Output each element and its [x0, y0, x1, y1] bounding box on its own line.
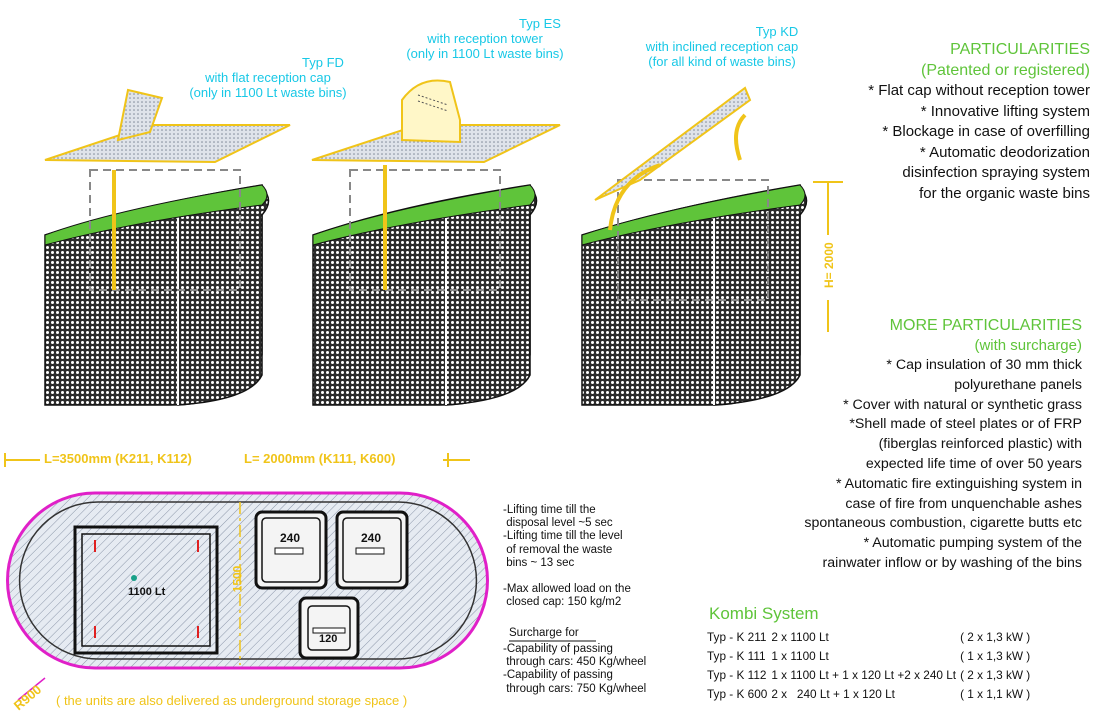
plan-view	[4, 453, 489, 701]
more-item: *Shell made of steel plates or of FRP	[849, 416, 1082, 433]
more-item: case of fire from unquenchable ashes	[845, 495, 1082, 512]
more-item: rainwater inflow or by washing of the bi…	[822, 554, 1082, 571]
plan-bin-1100-label: 1100 Lt	[128, 586, 166, 598]
unit-es-bin-outline	[349, 169, 501, 291]
kombi-power: ( 1 x 1,1 kW )	[960, 686, 1031, 701]
surcharge-line: through cars: 450 Kg/wheel	[503, 656, 647, 669]
unit-typ-fd	[44, 88, 291, 406]
note-line	[503, 570, 703, 583]
particularity-item: for the organic waste bins	[919, 184, 1090, 202]
more-item: (fiberglas reinforced plastic) with	[878, 436, 1082, 453]
surcharge-line: -Capability of passing	[503, 643, 613, 655]
particularities-subtitle: (Patented or registered)	[921, 61, 1090, 79]
plan-inner-shell	[18, 501, 478, 660]
note-line: closed cap: 150 kg/m2	[503, 596, 622, 609]
notes-block: -Lifting time till the disposal level ~5…	[503, 504, 703, 609]
plan-length-left: L=3500mm (K211, K112)	[44, 451, 192, 466]
height-dimension	[813, 181, 843, 332]
unit-es-green-rim	[312, 184, 536, 246]
typ-fd-line2: (only in 1100 Lt waste bins)	[189, 85, 347, 100]
more-item: * Cap insulation of 30 mm thick	[886, 357, 1082, 373]
height-label: H= 2000	[822, 242, 836, 288]
kombi-power: ( 2 x 1,3 kW )	[960, 667, 1031, 682]
note-line: -Lifting time till the level	[503, 530, 623, 543]
kombi-table: Typ - K 211 2 x 1100 Lt ( 2 x 1,3 kW ) T…	[707, 627, 1034, 703]
plan-bin-120-label: 120	[319, 633, 338, 645]
unit-fd-bin-outline	[89, 169, 241, 291]
more-particularities-title: MORE PARTICULARITIES	[889, 317, 1082, 334]
surcharge-block: -Capability of passing through cars: 450…	[503, 643, 703, 696]
unit-fd-flap	[116, 88, 164, 142]
typ-es-line2: (only in 1100 Lt waste bins)	[406, 46, 564, 61]
typ-kd-name: Typ KD	[755, 24, 799, 39]
more-item: * Automatic pumping system of the	[863, 535, 1082, 552]
surcharge-line: through cars: 750 Kg/wheel	[503, 682, 647, 695]
typ-kd-line1: with inclined reception cap	[645, 39, 799, 54]
unit-fd-shell-side	[177, 187, 270, 406]
plan-length-right: L= 2000mm (K111, K600)	[244, 451, 396, 466]
typ-es-name: Typ ES	[519, 16, 561, 31]
kombi-type: Typ - K 600	[707, 686, 768, 701]
surcharge-line: -Capability of passing	[503, 669, 613, 682]
surcharge-title: Surcharge for	[509, 627, 579, 639]
underground-note: ( the units are also delivered as underg…	[56, 693, 408, 708]
more-item: polyurethane panels	[954, 376, 1082, 393]
unit-kd-bin-outline	[617, 179, 769, 301]
kombi-config: 2 x 240 Lt + 1 x 120 Lt	[771, 686, 895, 701]
kombi-config: 1 x 1100 Lt + 1 x 120 Lt +2 x 240 Lt	[771, 667, 957, 682]
unit-kd-green-rim	[581, 184, 806, 246]
note-line: -Lifting time till the	[503, 504, 596, 516]
typ-es-line1: with reception tower	[427, 31, 543, 46]
unit-typ-kd	[581, 86, 808, 406]
note-line: -Max allowed load on the	[503, 583, 631, 596]
particularity-item: * Automatic deodorization	[919, 143, 1090, 161]
more-item: * Cover with natural or synthetic grass	[843, 396, 1082, 413]
more-particularities-subtitle: (with surcharge)	[974, 337, 1082, 354]
kombi-type: Typ - K 111	[707, 648, 766, 663]
plan-bin-240a-label: 240	[280, 531, 301, 545]
more-item: expected life time of over 50 years	[865, 455, 1082, 472]
kombi-type: Typ - K 112	[707, 667, 767, 682]
typ-kd-line2: (for all kind of waste bins)	[648, 54, 796, 69]
particularity-item: * Flat cap without reception tower	[868, 82, 1090, 99]
label-typ-es: Typ ES with reception tower (only in 110…	[385, 16, 585, 61]
typ-fd-name: Typ FD	[302, 55, 344, 70]
more-item: spontaneous combustion, cigarette butts …	[804, 515, 1082, 532]
unit-fd-cap	[44, 124, 291, 164]
note-line: disposal level ~5 sec	[503, 517, 613, 530]
label-typ-fd: Typ FD with flat reception cap (only in …	[168, 55, 368, 100]
plan-bin-1100	[73, 525, 219, 655]
particularity-item: disinfection spraying system	[902, 164, 1090, 181]
kombi-type: Typ - K 211	[707, 629, 767, 644]
kombi-title: Kombi System	[709, 604, 819, 623]
unit-es-shell-side	[445, 187, 538, 406]
note-line: of removal the waste	[503, 543, 613, 556]
particularities-block: PARTICULARITIES (Patented or registered)…	[790, 40, 1090, 204]
unit-kd-inclined-cap	[594, 86, 752, 201]
kombi-power: ( 2 x 1,3 kW )	[960, 629, 1031, 644]
kombi-config: 1 x 1100 Lt	[771, 648, 829, 663]
kombi-row: Typ - K 211 2 x 1100 Lt ( 2 x 1,3 kW )	[707, 627, 1034, 646]
kombi-row: Typ - K 111 1 x 1100 Lt ( 1 x 1,3 kW )	[707, 646, 1034, 665]
kombi-row: Typ - K 112 1 x 1100 Lt + 1 x 120 Lt +2 …	[707, 665, 1034, 684]
unit-es-tower	[401, 79, 461, 144]
plan-bin-240b-label: 240	[361, 531, 382, 545]
particularity-item: * Innovative lifting system	[920, 102, 1090, 120]
particularity-item: * Blockage in case of overfilling	[882, 123, 1090, 140]
kombi-config: 2 x 1100 Lt	[771, 629, 829, 644]
kombi-power: ( 1 x 1,3 kW )	[960, 648, 1031, 663]
unit-es-cap	[311, 124, 561, 164]
note-line: bins ~ 13 sec	[503, 556, 575, 569]
plan-width-dim: 1500	[230, 565, 245, 593]
more-particularities-block: MORE PARTICULARITIES (with surcharge) * …	[722, 316, 1082, 574]
typ-fd-line1: with flat reception cap	[205, 70, 331, 85]
kombi-row: Typ - K 600 2 x 240 Lt + 1 x 120 Lt ( 1 …	[707, 684, 1034, 703]
label-typ-kd: Typ KD with inclined reception cap (for …	[624, 24, 820, 69]
unit-typ-es	[311, 79, 561, 406]
more-item: * Automatic fire extinguishing system in	[835, 475, 1082, 492]
particularities-title: PARTICULARITIES	[950, 41, 1090, 58]
